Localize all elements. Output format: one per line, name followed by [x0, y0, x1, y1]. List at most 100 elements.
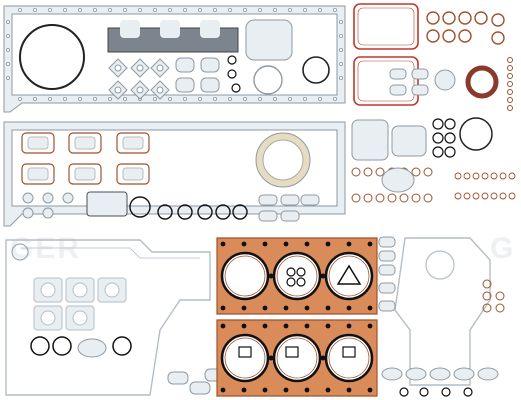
bolt-hole	[338, 19, 343, 24]
flange-hole	[40, 310, 56, 326]
head-bolt-hole	[241, 305, 247, 311]
water-passage	[268, 355, 274, 361]
front-cover-gasket-right	[394, 237, 491, 386]
small-copper-ring	[507, 89, 513, 95]
water-passage	[320, 273, 326, 279]
head-bolt-hole	[304, 323, 310, 329]
bolt-hole	[227, 97, 232, 102]
bolt-hole	[197, 7, 202, 12]
oval-gasket	[175, 57, 195, 73]
small-copper-washer	[499, 192, 507, 200]
copper-washer	[351, 193, 361, 203]
head-bolt-hole	[220, 305, 226, 311]
water-passage	[268, 273, 274, 279]
small-copper-ring	[507, 73, 513, 79]
square-port	[342, 346, 356, 358]
bolt-hole	[242, 7, 247, 12]
head-bolt-hole	[367, 323, 373, 329]
small-copper-ring	[507, 57, 513, 63]
head-bolt-hole	[241, 241, 247, 247]
bolt-hole	[152, 7, 157, 12]
intake-port-opening	[74, 167, 96, 181]
intake-port-opening	[122, 136, 144, 150]
small-copper-washer	[508, 192, 516, 200]
bolt-hole	[6, 34, 11, 39]
bolt-hole	[48, 97, 53, 102]
cover-plate-upper	[245, 19, 293, 61]
o-ring-row	[129, 194, 320, 222]
bolt-hole	[212, 97, 217, 102]
oval-gasket	[389, 68, 407, 80]
head-bolt-hole	[367, 241, 373, 247]
oval-gasket	[189, 381, 211, 395]
intake-port-opening	[27, 136, 49, 150]
small-copper-ring	[507, 81, 513, 87]
copper-seal-rings	[389, 11, 513, 111]
copper-ring	[426, 11, 440, 25]
oval-gasket	[280, 194, 300, 206]
copper-ring	[442, 11, 456, 25]
bolt-hole	[17, 97, 22, 102]
copper-ring	[458, 29, 472, 43]
o-ring	[419, 387, 429, 397]
small-flange-gasket	[381, 367, 403, 381]
o-ring	[432, 118, 444, 130]
gasket-hole	[156, 86, 164, 94]
bolt-hole	[332, 97, 337, 102]
copper-washer	[423, 193, 433, 203]
o-ring	[52, 336, 72, 356]
bolt-hole	[48, 7, 53, 12]
crank-seal	[465, 65, 499, 99]
water-pump-gasket	[351, 119, 389, 161]
bolt-hole	[257, 7, 262, 12]
washer	[62, 192, 74, 204]
bolt-hole	[78, 97, 83, 102]
copper-ring	[426, 29, 440, 43]
bolt-hole	[272, 97, 277, 102]
copper-washer	[375, 193, 385, 203]
copper-washer	[375, 167, 385, 177]
o-ring	[444, 118, 456, 130]
small-copper-washer	[463, 192, 471, 200]
bolt-hole	[63, 7, 68, 12]
bore-ring	[276, 255, 318, 297]
bolt-hole	[182, 7, 187, 12]
head-bolt-hole	[262, 387, 268, 393]
head-bolt-hole	[304, 305, 310, 311]
bolt-hole	[137, 7, 142, 12]
gasket-hole	[136, 86, 144, 94]
bolt-hole	[63, 97, 68, 102]
intake-port-opening	[122, 167, 144, 181]
head-bolt-hole	[325, 305, 331, 311]
washer	[42, 207, 54, 219]
head-bolt-hole	[325, 387, 331, 393]
oval-gasket	[378, 282, 396, 294]
head-bolt-hole	[241, 323, 247, 329]
o-ring	[441, 387, 451, 397]
bolt-hole	[6, 62, 11, 67]
small-copper-washer	[481, 172, 489, 180]
bolt-hole	[227, 7, 232, 12]
gasket-hole	[156, 64, 164, 72]
small-copper-washer	[508, 172, 516, 180]
washer	[22, 207, 34, 219]
head-bolt-hole	[346, 387, 352, 393]
bolt-hole	[338, 62, 343, 67]
small-flange-gaskets	[108, 55, 241, 100]
head-bolt-hole	[325, 323, 331, 329]
washer	[42, 192, 54, 204]
bolt-hole	[33, 97, 38, 102]
bolt-hole	[317, 97, 322, 102]
bolt-hole	[338, 48, 343, 53]
copper-washer	[387, 193, 397, 203]
head-gasket-upper	[216, 237, 378, 315]
oval-gasket	[258, 210, 278, 222]
small-copper-washer	[472, 172, 480, 180]
copper-washer	[411, 167, 421, 177]
bolt-hole	[302, 7, 307, 12]
cover-plate-ring	[253, 65, 283, 95]
head-gasket-lower	[216, 319, 378, 397]
small-flange-gasket	[405, 367, 427, 381]
o-ring	[399, 387, 409, 397]
